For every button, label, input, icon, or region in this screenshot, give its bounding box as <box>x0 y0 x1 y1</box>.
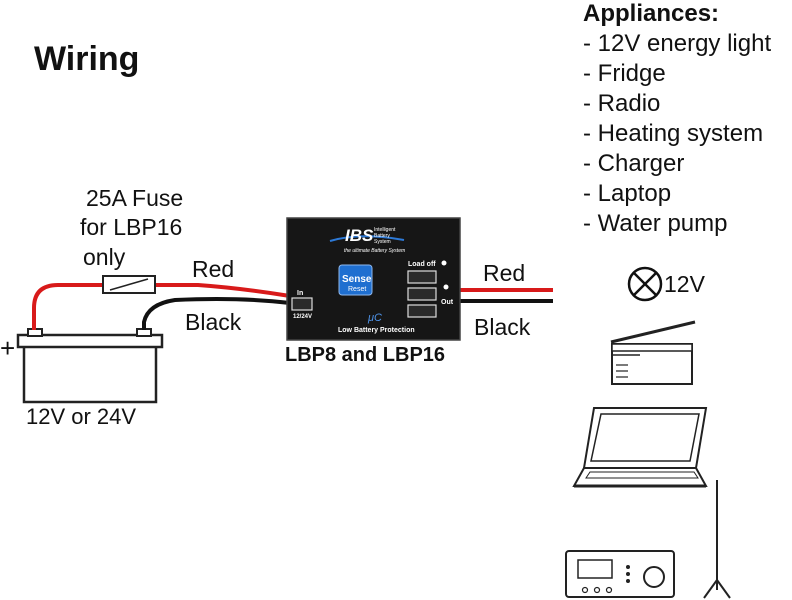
microcontroller-mark: μC <box>367 312 382 324</box>
left-red-wire <box>32 283 291 330</box>
appliance-item: - Water pump <box>583 210 728 237</box>
battery-label: 12V or 24V <box>26 404 137 429</box>
radio-icon <box>565 480 731 599</box>
appliances-list: - 12V energy light - Fridge - Radio - He… <box>583 29 771 239</box>
appliances-heading: Appliances: <box>583 0 720 27</box>
fridge-icon <box>610 320 696 385</box>
sense-button <box>338 264 373 296</box>
fuse-label-line1: 25A Fuse <box>86 185 184 211</box>
load-off-label: Load off <box>408 261 436 268</box>
appliance-item: - Radio <box>583 90 661 117</box>
device-brand-sub3: System <box>374 239 391 245</box>
appliance-item: - Charger <box>583 150 685 177</box>
device-brand-sub1: Intelligent <box>374 227 396 233</box>
device-tagline: the ultimate Battery System <box>344 248 405 254</box>
laptop-icon <box>572 407 708 488</box>
lamp-icon <box>627 266 663 302</box>
load-off-led <box>441 260 447 266</box>
appliance-item: - Fridge <box>583 60 666 87</box>
appliance-item: - Heating system <box>583 120 764 147</box>
in-label: In <box>297 290 303 297</box>
out-label: Out <box>441 299 454 306</box>
device-brand: IBS <box>345 226 374 245</box>
appliance-item: - Laptop <box>583 180 672 207</box>
fuse <box>102 275 156 294</box>
product-label: LBP8 and LBP16 <box>285 344 446 366</box>
fuse-label-line3: only <box>83 244 126 270</box>
out-led <box>443 284 449 290</box>
battery <box>16 328 164 404</box>
lbp-device <box>286 217 461 341</box>
device-brand-sub2: Battery <box>374 233 390 239</box>
reset-label: Reset <box>348 286 366 293</box>
fuse-label-line2: for LBP16 <box>80 214 183 240</box>
left-red-label: Red <box>192 256 235 282</box>
page-title: Wiring <box>34 40 140 78</box>
voltage-label: 12/24V <box>293 314 312 320</box>
sense-label: Sense <box>342 274 372 285</box>
battery-plus-sign: + <box>0 333 16 363</box>
right-red-label: Red <box>483 260 526 286</box>
appliance-item: - 12V energy light <box>583 30 772 57</box>
right-black-label: Black <box>474 314 531 340</box>
lamp-label: 12V <box>664 271 705 297</box>
left-black-wire <box>142 297 291 330</box>
protection-label: Low Battery Protection <box>338 327 415 334</box>
left-black-label: Black <box>185 309 242 335</box>
